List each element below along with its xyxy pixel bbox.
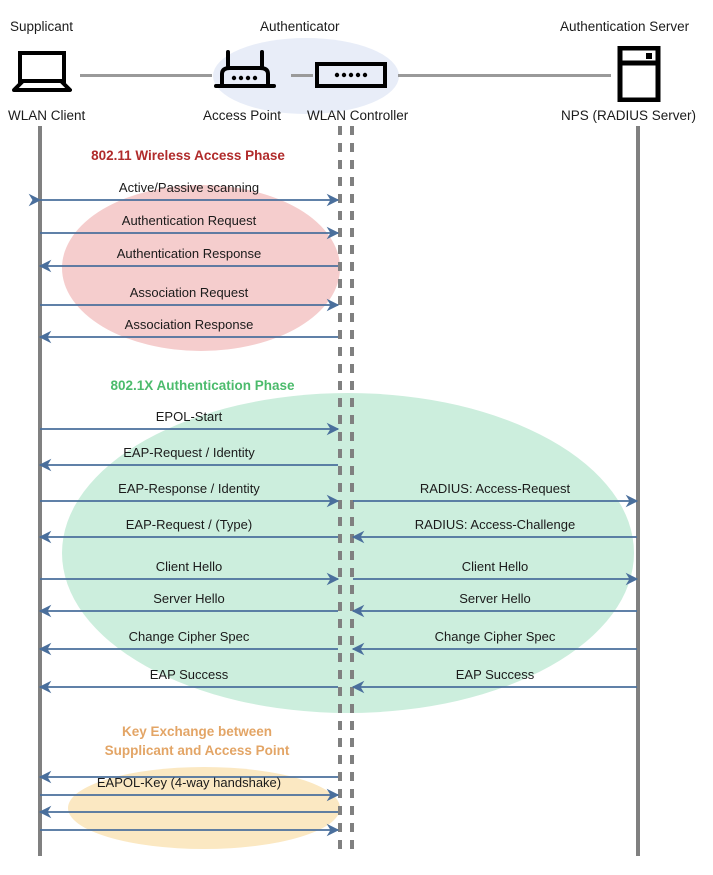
message-label: Authentication Request bbox=[121, 213, 257, 228]
message-label: RADIUS: Access-Request bbox=[419, 481, 571, 496]
message-label: EAP Success bbox=[455, 667, 535, 682]
message-label: Authentication Response bbox=[116, 246, 262, 261]
phase-ellipse-dot1x-authentication bbox=[62, 393, 634, 713]
wire-client-to-ap bbox=[80, 74, 212, 77]
actor-role-authenticator: Authenticator bbox=[260, 19, 340, 34]
phase-title-wireless-access: 802.11 Wireless Access Phase bbox=[91, 148, 285, 163]
actor-role-supplicant: Supplicant bbox=[10, 19, 74, 34]
message-label: EPOL-Start bbox=[155, 409, 223, 424]
lifeline-nps-radius-server bbox=[636, 126, 640, 856]
phase-title-dot1x-authentication: 802.1X Authentication Phase bbox=[110, 378, 295, 393]
wireless-router-icon bbox=[214, 48, 276, 101]
message-label: Client Hello bbox=[461, 559, 529, 574]
message-label: Client Hello bbox=[155, 559, 223, 574]
wire-ap-to-controller bbox=[291, 74, 313, 77]
phase-title-key-exchange: Key Exchange between Supplicant and Acce… bbox=[92, 722, 302, 760]
actor-device-wlan-client: WLAN Client bbox=[8, 108, 86, 123]
message-label: EAPOL-Key (4-way handshake) bbox=[96, 775, 282, 790]
message-label: RADIUS: Access-Challenge bbox=[414, 517, 576, 532]
message-label: Change Cipher Spec bbox=[128, 629, 250, 644]
message-label: Server Hello bbox=[153, 591, 225, 606]
message-label: Association Response bbox=[124, 317, 254, 332]
lifeline-wlan-client bbox=[38, 126, 42, 856]
message-label: Change Cipher Spec bbox=[434, 629, 556, 644]
phase-title-key-exchange-line1: Key Exchange between bbox=[121, 724, 273, 739]
phase-ellipse-wireless-access bbox=[62, 185, 340, 351]
laptop-icon bbox=[12, 50, 72, 99]
actor-device-nps-radius-server: NPS (RADIUS Server) bbox=[561, 108, 697, 123]
wire-controller-to-server bbox=[398, 74, 611, 77]
actor-role-authentication-server: Authentication Server bbox=[560, 19, 690, 34]
message-label: EAP-Response / Identity bbox=[118, 481, 260, 496]
lifeline-wlan-controller bbox=[350, 126, 354, 856]
phase-title-key-exchange-line2: Supplicant and Access Point bbox=[104, 743, 290, 758]
lifeline-access-point bbox=[338, 126, 342, 856]
server-icon bbox=[617, 45, 661, 107]
message-label: Server Hello bbox=[459, 591, 531, 606]
message-label: EAP Success bbox=[149, 667, 229, 682]
message-label: EAP-Request / (Type) bbox=[125, 517, 253, 532]
message-label: Association Request bbox=[129, 285, 249, 300]
wlan-controller-icon bbox=[315, 62, 387, 93]
message-label: Active/Passive scanning bbox=[118, 180, 260, 195]
actor-device-access-point: Access Point bbox=[203, 108, 282, 123]
phase-ellipse-key-exchange bbox=[68, 767, 340, 849]
actor-device-wlan-controller: WLAN Controller bbox=[307, 108, 409, 123]
message-label: EAP-Request / Identity bbox=[123, 445, 255, 460]
